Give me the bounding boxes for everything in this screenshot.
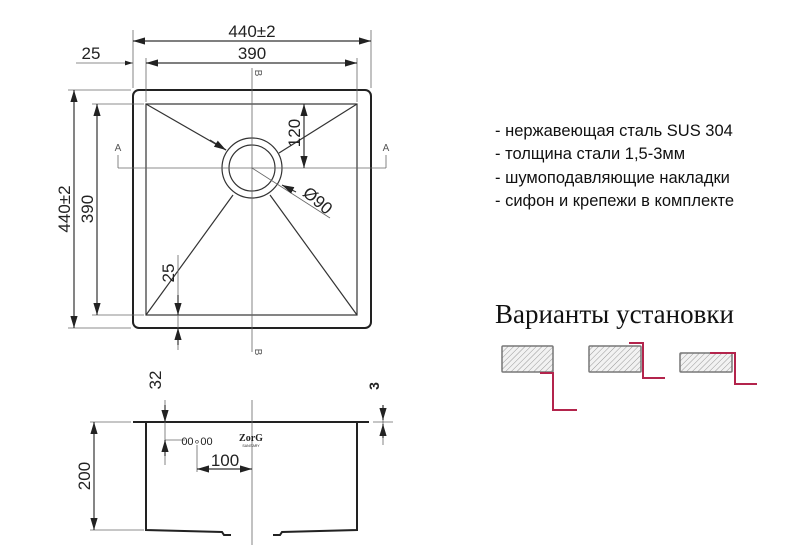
sink-bowl [145,103,358,316]
installation-variants: Варианты установки [495,299,757,411]
dim-overflow-offset: 100 [211,451,239,470]
dim-corner: 25 [159,264,178,283]
dim-rim-thickness: 3 [366,382,382,390]
section-b-top: B [252,70,263,77]
install-overmount [679,352,757,385]
bowl-profile-left [145,422,231,536]
bowl-slope-lines [145,103,358,316]
feature-item: - сифон и крепежи в комплекте [495,192,734,210]
section-a-left: A [115,143,122,154]
install-undermount [501,345,577,411]
bowl-profile-right [273,422,358,536]
install-flush [588,342,665,379]
dim-drain-diameter: Ø90 [299,183,336,218]
brand-sub: SANITARY [242,444,260,448]
dim-overflow-height: 32 [146,371,165,390]
section-b-bottom: B [252,349,263,356]
dim-inner-width: 390 [238,44,266,63]
dim-depth: 200 [75,462,94,490]
feature-item: - нержавеющая сталь SUS 304 [495,122,733,140]
dim-outer-width: 440±2 [228,22,275,41]
overflow-holes: 00∘00 [181,436,212,448]
brand-logo: ZorG [239,433,263,444]
dim-outer-height: 440±2 [55,185,74,232]
installation-title: Варианты установки [495,299,734,329]
side-view: 200 32 100 00∘00 ZorG SANITARY 3 [75,371,393,545]
dim-drain-offset: 120 [285,119,304,147]
feature-list: - нержавеющая сталь SUS 304 - толщина ст… [495,122,734,210]
dim-rim-offset: 25 [82,44,101,63]
section-a-right: A [383,143,390,154]
dim-inner-height: 390 [78,195,97,223]
feature-item: - толщина стали 1,5-3мм [495,145,685,163]
feature-item: - шумоподавляющие накладки [495,169,730,187]
top-view: 440±2 390 25 440±2 390 120 Ø90 25 A A B … [55,22,390,356]
